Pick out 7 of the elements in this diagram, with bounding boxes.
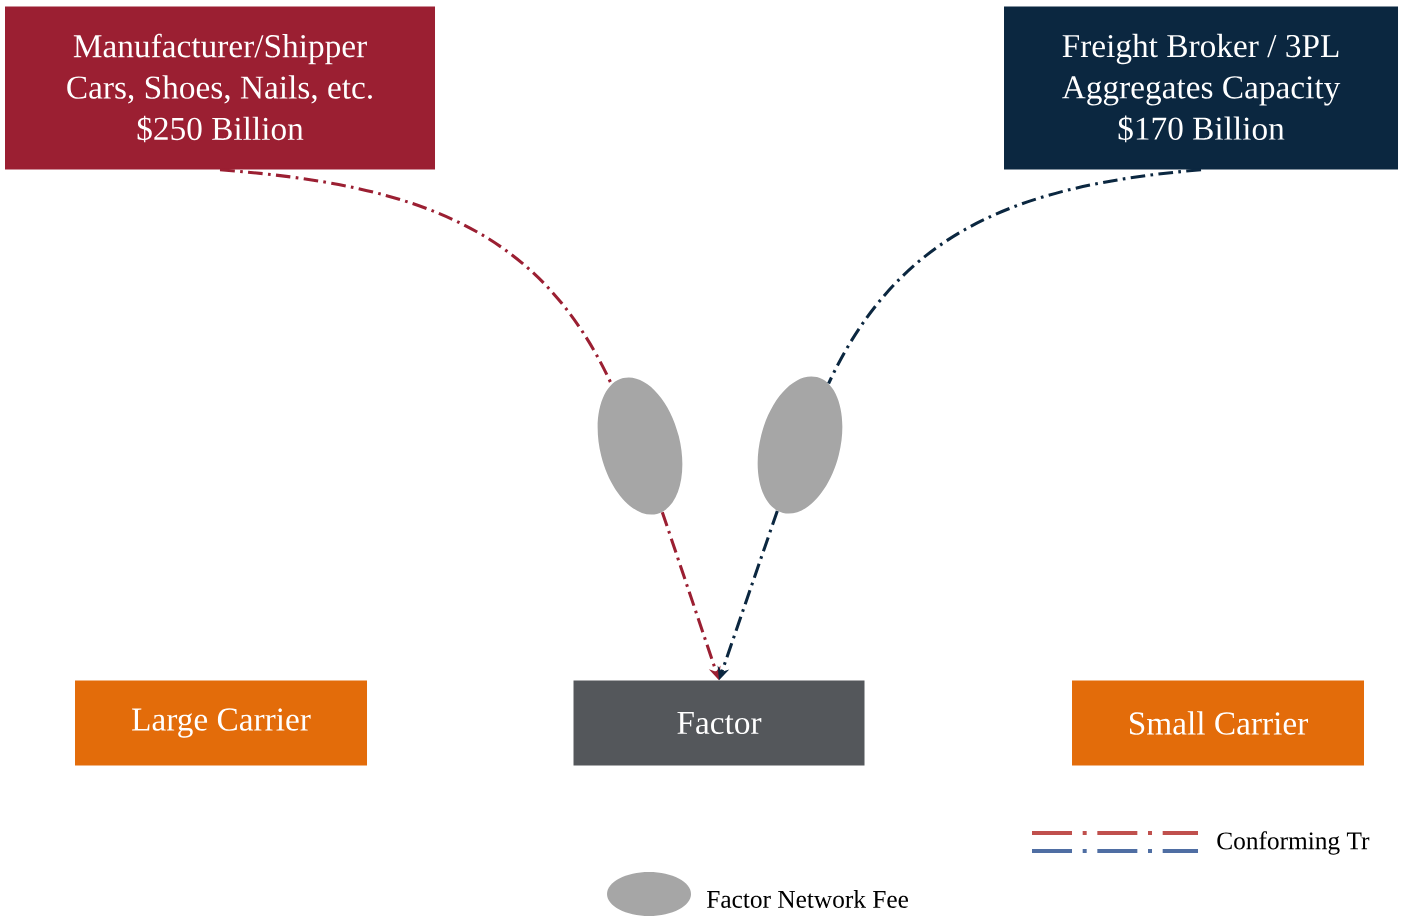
process-box: Factor — [573, 680, 865, 766]
legend-label: Conforming Tr — [1217, 831, 1370, 855]
process-box: Large Carrier — [75, 680, 367, 766]
process-box: Freight Broker / 3PL Aggregates Capacity $170 Billion — [1004, 6, 1398, 170]
process-box: Small Carrier — [1072, 680, 1364, 766]
legend-label: Factor Network Fee — [707, 890, 908, 908]
process-box: Manufacturer/Shipper Cars, Shoes, Nails, etc. $250 Billion — [5, 6, 435, 170]
